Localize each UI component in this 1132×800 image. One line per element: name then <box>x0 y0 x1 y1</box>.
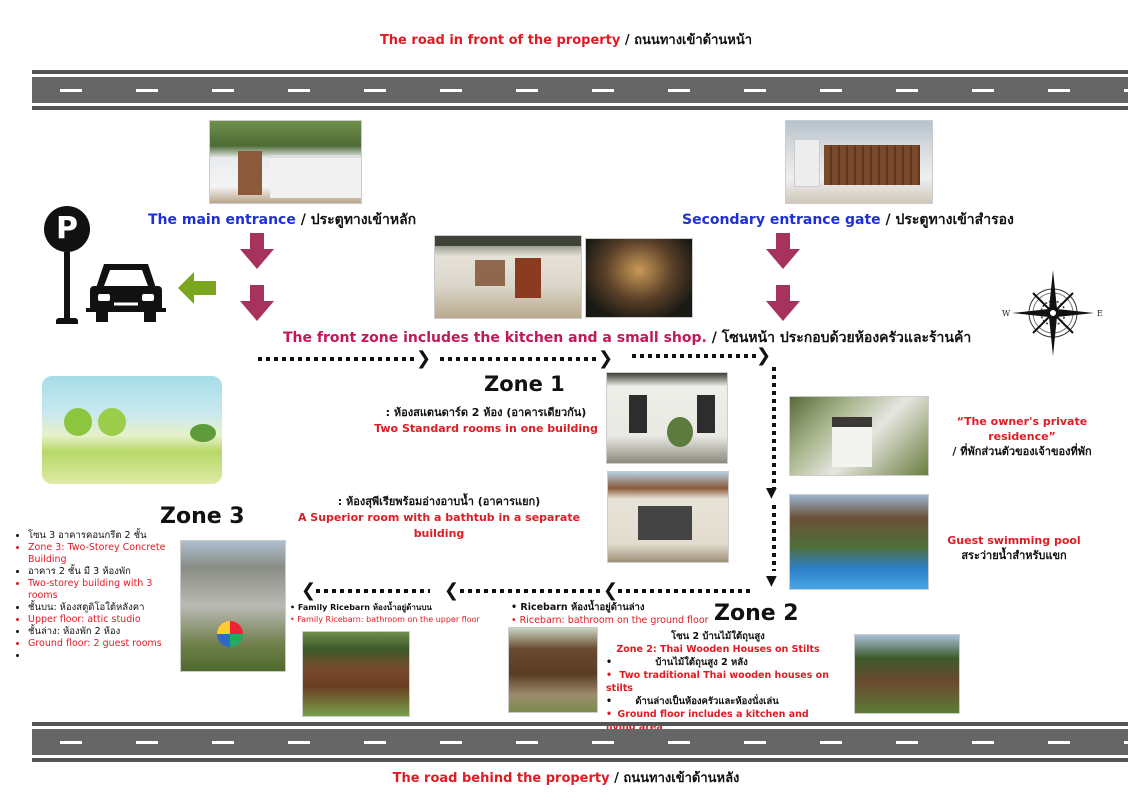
chevron-left-icon: ❮ <box>444 580 460 601</box>
path-dotted-line <box>440 357 600 361</box>
zone3-item: Zone 3: Two-Storey Concrete Building <box>28 542 170 566</box>
compass-rose-icon: W E <box>1002 270 1103 356</box>
main-entrance-label: The main entrance / ประตูทางเข้าหลัก <box>148 209 416 231</box>
chevron-right-icon: ❯ <box>756 345 772 366</box>
superior-room-photo <box>607 471 729 563</box>
standard-rooms-photo <box>606 372 728 464</box>
path-dotted-line <box>460 589 600 593</box>
top-road-label-en: The road in front of the property <box>379 33 621 48</box>
secondary-entrance-label-th: / ประตูทางเข้าสำรอง <box>880 212 1014 228</box>
front-zone-label-th: / โซนหน้า ประกอบด้วยห้องครัวและร้านค้า <box>706 330 972 346</box>
chevron-right-icon: ❯ <box>416 348 432 369</box>
zone1-superior-en: A Superior room with a bathtub in a sepa… <box>297 511 581 540</box>
arrow-down-icon <box>240 285 274 321</box>
arrow-down-icon <box>766 233 800 269</box>
chevron-down-icon: ▼ <box>766 485 777 501</box>
bottom-road-label-en: The road behind the property <box>392 771 610 786</box>
pool-label: Guest swimming pool สระว่ายน้ำสำหรับแขก <box>944 533 1084 563</box>
secondary-entrance-label-en: Secondary entrance gate <box>682 212 881 228</box>
zone3-item: ชั้นล่าง: ห้องพัก 2 ห้อง <box>28 626 170 638</box>
zone3-item <box>28 650 170 662</box>
chevron-right-icon: ❯ <box>598 348 614 369</box>
zone2-desc: โซน 2 บ้านไม้ใต้ถุนสูง Zone 2: Thai Wood… <box>598 630 838 734</box>
owner-residence-label-th: / ที่พักส่วนตัวของเจ้าของที่พัก <box>952 445 1092 458</box>
family-ricebarn-label-en: • Family Ricebarn: bathroom on the upper… <box>290 615 480 624</box>
path-dotted-line <box>618 589 754 593</box>
zone3-item: ชั้นบน: ห้องสตูดิโอใต้หลังคา <box>28 602 170 614</box>
parking-letter: P <box>56 211 78 246</box>
zone3-title: Zone 3 <box>160 504 245 529</box>
path-dotted-line <box>258 357 418 361</box>
zone2-list: • บ้านไม้ใต้ถุนสูง 2 หลัง • Two traditio… <box>598 656 838 734</box>
chevron-left-icon: ❮ <box>301 580 317 601</box>
zone3-item: Two-storey building with 3 rooms <box>28 578 170 602</box>
path-dotted-line-vertical <box>772 367 776 489</box>
zone2-heading-en: Zone 2: Thai Wooden Houses on Stilts <box>616 644 820 655</box>
watercolor-landscape-illustration <box>42 376 222 484</box>
zone1-standard-th: : ห้องสแตนดาร์ด 2 ห้อง (อาคารเดียวกัน) <box>385 406 587 419</box>
zone2-item: • บ้านไม้ใต้ถุนสูง 2 หลัง <box>606 657 748 668</box>
owner-residence-label-en: “The owner's private residence” <box>956 415 1088 443</box>
bottom-road-label: The road behind the property / ถนนทางเข้… <box>0 767 1132 788</box>
main-entrance-label-th: / ประตูทางเข้าหลัก <box>295 212 417 228</box>
zone2-heading-th: โซน 2 บ้านไม้ใต้ถุนสูง <box>671 631 765 642</box>
parking-sign-circle: P <box>44 206 90 252</box>
zone3-item: Upper floor: attic studio <box>28 614 170 626</box>
main-entrance-label-en: The main entrance <box>148 212 296 228</box>
zone3-item: อาคาร 2 ชั้น มี 3 ห้องพัก <box>28 566 170 578</box>
pool-label-th: สระว่ายน้ำสำหรับแขก <box>961 549 1067 562</box>
path-dotted-line <box>316 589 430 593</box>
main-entrance-photo <box>209 120 362 204</box>
zone2-house-photo <box>854 634 960 714</box>
ricebarn-photo <box>508 627 598 713</box>
front-zone-label: The front zone includes the kitchen and … <box>283 327 971 349</box>
zone3-item: Ground floor: 2 guest rooms <box>28 638 170 650</box>
top-road-label: The road in front of the property / ถนนท… <box>0 29 1132 50</box>
zone2-item: • ด้านล่างเป็นห้องครัวและห้องนั่งเล่น <box>606 696 779 707</box>
zone2-item: • Ground floor includes a kitchen and li… <box>606 709 809 733</box>
top-road-label-th: / ถนนทางเข้าด้านหน้า <box>620 33 753 48</box>
compass-west: W <box>1002 309 1011 318</box>
bottom-road <box>32 722 1128 762</box>
owner-residence-label: “The owner's private residence” / ที่พัก… <box>922 414 1122 459</box>
shop-photo <box>585 238 693 318</box>
chevron-left-icon: ❮ <box>603 580 619 601</box>
zone1-title: Zone 1 <box>484 372 565 396</box>
zone3-building-photo <box>180 540 286 672</box>
path-dotted-line-vertical <box>772 505 776 571</box>
zone1-superior-desc: : ห้องสุพีเรียพร้อมอ่างอาบน้ำ (อาคารแยก)… <box>274 494 604 542</box>
kitchen-photo <box>434 235 582 319</box>
arrow-down-icon <box>766 285 800 321</box>
zone3-list: โซน 3 อาคารคอนกรีต 2 ชั้น Zone 3: Two-St… <box>14 530 170 662</box>
family-ricebarn-label: • Family Ricebarn ห้องน้ำอยู่ด้านบน • Fa… <box>290 602 480 626</box>
secondary-gate-photo <box>785 120 933 204</box>
parking-sign: P <box>44 206 90 324</box>
owner-residence-photo <box>789 396 929 476</box>
path-dotted-line <box>632 354 758 358</box>
secondary-entrance-label: Secondary entrance gate / ประตูทางเข้าสำ… <box>682 209 1014 231</box>
zone1-standard-desc: : ห้องสแตนดาร์ด 2 ห้อง (อาคารเดียวกัน) T… <box>368 405 604 437</box>
chevron-down-icon: ▼ <box>766 573 777 589</box>
compass-east: E <box>1097 309 1103 318</box>
family-ricebarn-photo <box>302 631 410 717</box>
front-zone-label-en: The front zone includes the kitchen and … <box>283 330 707 346</box>
family-ricebarn-label-th: • Family Ricebarn ห้องน้ำอยู่ด้านบน <box>290 603 432 612</box>
pool-label-en: Guest swimming pool <box>947 534 1081 547</box>
ricebarn-label-th: • Ricebarn ห้องน้ำอยู่ด้านล่าง <box>511 602 645 613</box>
car-icon <box>86 264 166 322</box>
top-road <box>32 70 1128 110</box>
zone1-standard-en: Two Standard rooms in one building <box>374 422 598 435</box>
zone2-item: • Two traditional Thai wooden houses on … <box>606 670 829 694</box>
zone3-item: โซน 3 อาคารคอนกรีต 2 ชั้น <box>28 530 170 542</box>
ricebarn-label: • Ricebarn ห้องน้ำอยู่ด้านล่าง • Ricebar… <box>511 601 709 627</box>
zone2-title: Zone 2 <box>714 601 799 626</box>
pool-photo <box>789 494 929 590</box>
green-arrow-left-icon <box>178 272 216 304</box>
ricebarn-label-en: • Ricebarn: bathroom on the ground floor <box>511 615 709 626</box>
arrow-down-icon <box>240 233 274 269</box>
bottom-road-label-th: / ถนนทางเข้าด้านหลัง <box>609 771 740 786</box>
zone1-superior-th: : ห้องสุพีเรียพร้อมอ่างอาบน้ำ (อาคารแยก) <box>337 495 541 508</box>
